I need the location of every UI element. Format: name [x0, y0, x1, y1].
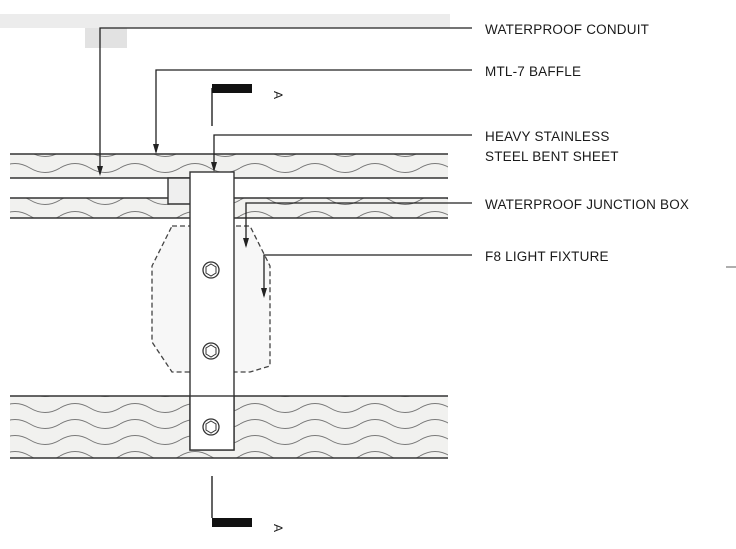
leader-light-fixture: [261, 254, 472, 298]
label-steel-sheet-line1: HEAVY STAINLESS: [485, 129, 610, 144]
leader-junction-box: [243, 202, 472, 248]
top-shadow-band: [0, 14, 450, 28]
upper-insulation-slab: [10, 153, 448, 179]
section-letter-top: A: [271, 91, 285, 99]
leader-mtl7-baffle: [153, 69, 472, 154]
conduit-stub-shadow: [85, 28, 127, 48]
label-light-fixture: F8 LIGHT FIXTURE: [485, 249, 609, 264]
leader-waterproof-conduit: [97, 27, 472, 176]
bolt-lower: [202, 418, 220, 436]
label-mtl7-baffle: MTL-7 BAFFLE: [485, 64, 581, 79]
label-steel-sheet-line2: STEEL BENT SHEET: [485, 149, 619, 164]
section-marker-bottom: A: [211, 476, 285, 532]
steel-bent-sheet: [189, 171, 235, 451]
bolt-upper: [202, 261, 220, 279]
section-letter-bottom: A: [271, 524, 285, 532]
leader-steel-sheet: [211, 134, 472, 172]
bolt-middle: [202, 342, 220, 360]
section-marker-top: A: [211, 84, 285, 126]
label-junction-box: WATERPROOF JUNCTION BOX: [485, 197, 689, 212]
label-waterproof-conduit: WATERPROOF CONDUIT: [485, 22, 649, 37]
